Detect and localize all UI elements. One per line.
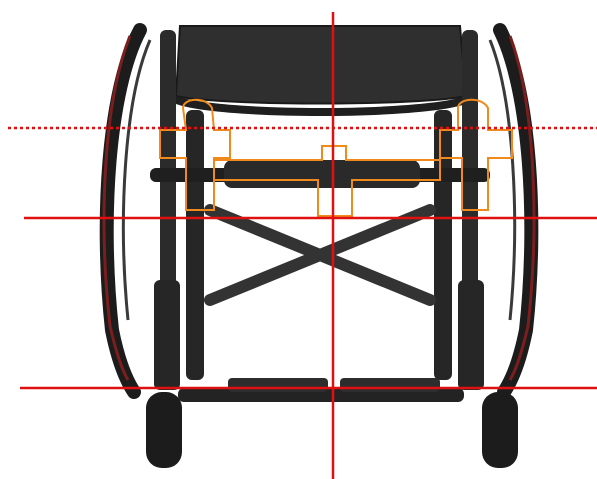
right-inner-tube <box>434 110 452 380</box>
left-axle-plate-outline <box>159 98 231 211</box>
center-bracket-outline <box>213 145 441 217</box>
orange-outline-bracket <box>159 98 513 217</box>
left-caster-wheel <box>146 392 182 468</box>
right-caster-wheel <box>482 392 518 468</box>
seat <box>174 25 468 105</box>
right-rim <box>508 35 536 381</box>
left-rear-wheel <box>99 23 152 399</box>
wheelchair-illustration <box>99 23 539 468</box>
axle-housing <box>224 160 420 188</box>
left-caster-fork <box>154 280 180 390</box>
red-alignment-guides <box>8 12 597 479</box>
seat-cushion-edge <box>176 96 466 116</box>
footplate-left <box>228 378 328 392</box>
right-rear-wheel <box>488 23 539 399</box>
left-rim <box>102 35 132 381</box>
right-caster-fork <box>458 280 484 390</box>
right-handrim <box>488 39 517 321</box>
footplate-right <box>340 378 440 392</box>
right-axle-plate-outline <box>439 98 513 211</box>
left-handrim <box>121 39 152 321</box>
cross-brace <box>204 204 436 306</box>
left-inner-tube <box>186 110 204 380</box>
